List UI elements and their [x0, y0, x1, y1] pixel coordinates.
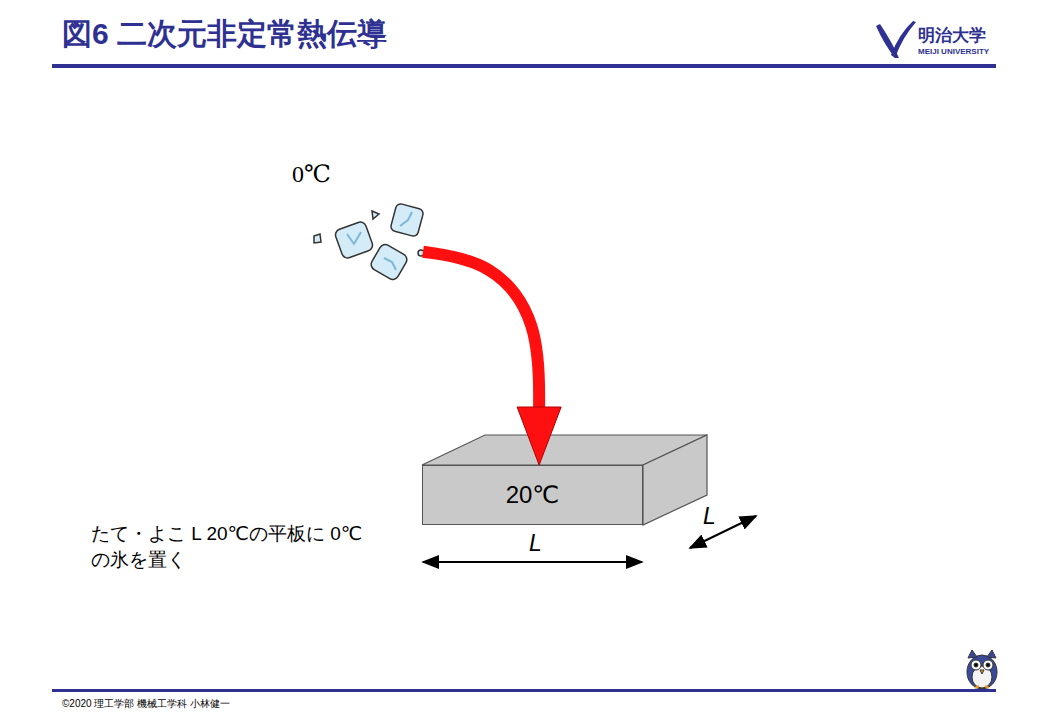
- note-text: たて・よこ L 20℃の平板に 0℃の氷を置く: [91, 521, 363, 572]
- dimension-label: L: [529, 530, 542, 557]
- dimension-arrow: [690, 516, 756, 548]
- ice-group: 0℃: [288, 158, 423, 283]
- ice-cubes: [314, 203, 424, 282]
- heat-arrow: [423, 252, 561, 465]
- plate-3d-faces: [422, 435, 707, 525]
- header-rule: [52, 64, 996, 68]
- logo-subtext: MEIJI UNIVERSITY: [918, 47, 989, 56]
- owl-mascot: [967, 650, 997, 689]
- footer-text: ©2020 理工学部 機械工学科 小林健一: [62, 697, 230, 711]
- dimension-label: L: [703, 503, 716, 530]
- logo-text: 明治大学: [918, 24, 986, 47]
- slide-title: 図6 二次元非定常熱伝導: [62, 14, 387, 55]
- dimension-arrow: [423, 561, 642, 563]
- plate-box: 20℃: [422, 465, 643, 525]
- node-text: 20℃: [506, 481, 560, 509]
- footer-rule: [52, 689, 996, 692]
- node-text: 0℃: [292, 160, 331, 188]
- arrow-head: [517, 407, 561, 465]
- arrow-shaft: [423, 252, 539, 409]
- logo-mark: [876, 21, 916, 58]
